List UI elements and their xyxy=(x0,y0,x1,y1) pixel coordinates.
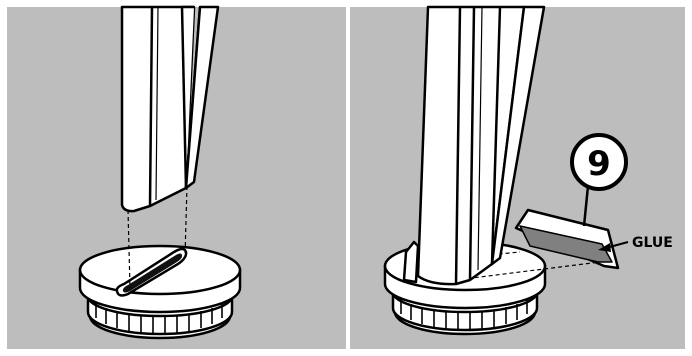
step-number: 9 xyxy=(587,144,611,184)
glue-label: GLUE xyxy=(632,235,673,251)
step-badge: 9 xyxy=(572,135,626,189)
